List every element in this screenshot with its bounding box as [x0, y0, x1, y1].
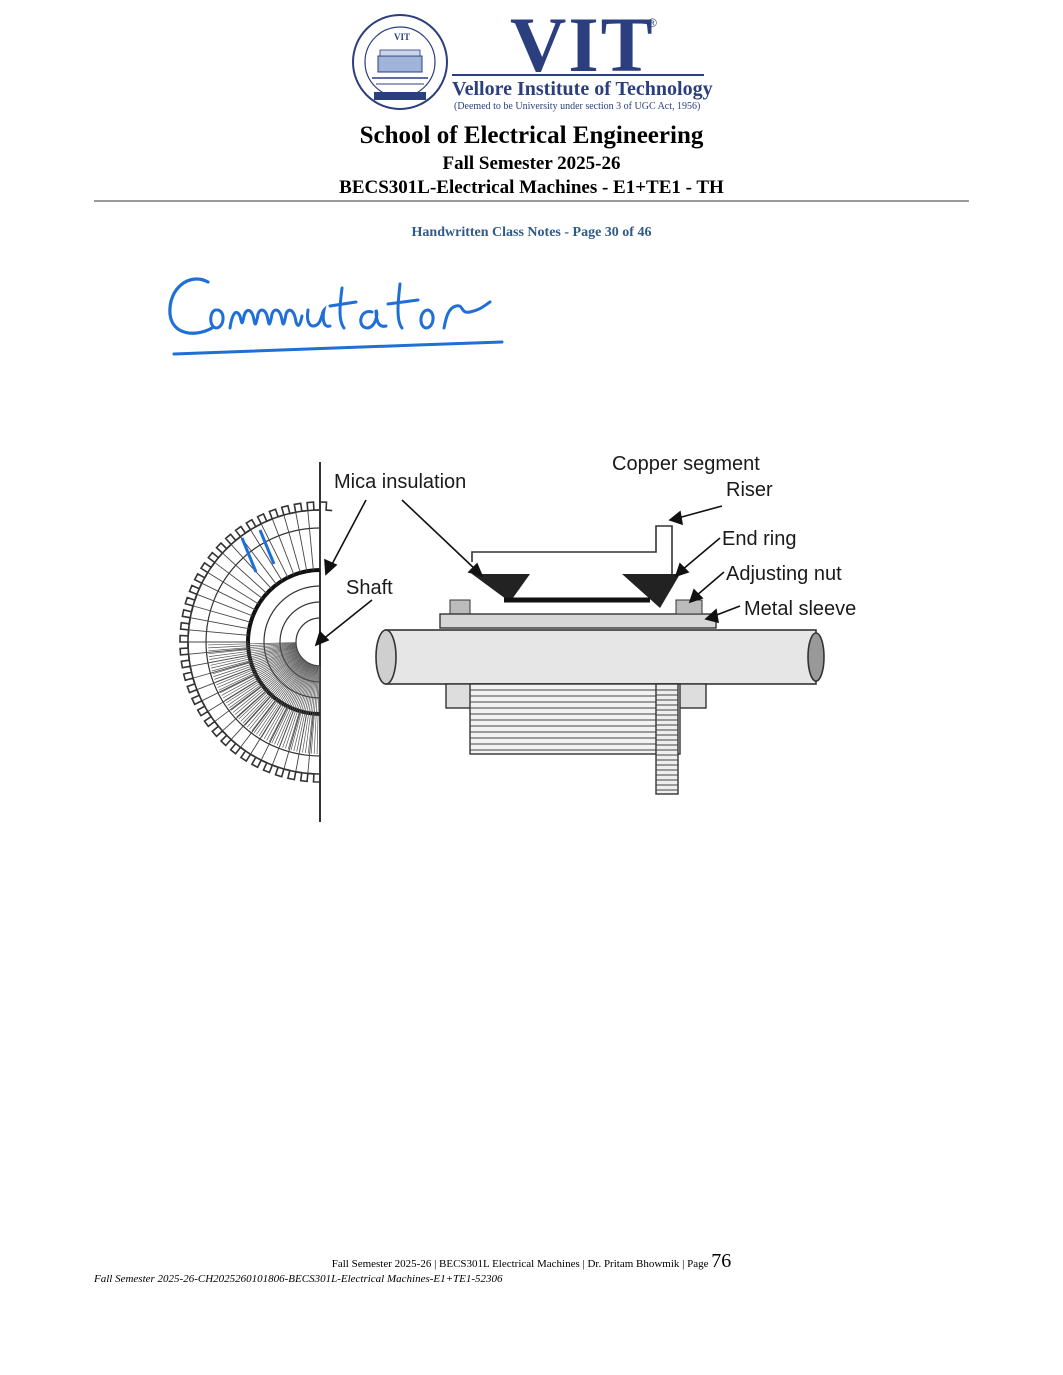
leader-lines [314, 499, 741, 647]
institute-name: Vellore Institute of Technology [452, 78, 713, 100]
handwritten-title [168, 277, 504, 356]
vit-wordmark: VIT [510, 1, 655, 88]
label-riser: Riser [726, 479, 773, 501]
notes-caption: Handwritten Class Notes - Page 30 of 46 [411, 225, 652, 240]
label-end-ring: End ring [722, 528, 797, 550]
footer-page-number: 76 [711, 1250, 732, 1272]
label-metal-sleeve: Metal sleeve [744, 598, 856, 620]
label-mica-insulation: Mica insulation [334, 471, 466, 493]
header-divider [94, 200, 969, 202]
footer-text: Fall Semester 2025-26 | BECS301L Electri… [331, 1258, 709, 1270]
course-title: BECS301L-Electrical Machines - E1+TE1 - … [339, 177, 724, 198]
semester-title: Fall Semester 2025-26 [442, 153, 621, 174]
diagram-labels: Mica insulation Copper segment Riser End… [334, 453, 856, 620]
label-copper-segment: Copper segment [612, 453, 760, 475]
vit-logo: VIT VIT ® Vellore Institute of Technolog… [350, 1, 713, 114]
logo-rule [452, 74, 704, 76]
commutator-end-view [179, 462, 333, 822]
label-shaft: Shaft [346, 577, 393, 599]
label-adjusting-nut: Adjusting nut [726, 563, 842, 585]
seal-abbr: VIT [394, 32, 410, 42]
commutator-diagram: Mica insulation Copper segment Riser End… [179, 453, 856, 822]
footer-line: Fall Semester 2025-26 | BECS301L Electri… [0, 1250, 1063, 1273]
footer-document-id: Fall Semester 2025-26-CH2025260101806-BE… [94, 1273, 503, 1285]
school-title: School of Electrical Engineering [359, 122, 704, 149]
registered-mark: ® [648, 16, 657, 30]
vit-seal-icon: VIT [352, 14, 448, 110]
commutator-section-view [375, 525, 825, 795]
institute-subtitle: (Deemed to be University under section 3… [454, 101, 701, 112]
